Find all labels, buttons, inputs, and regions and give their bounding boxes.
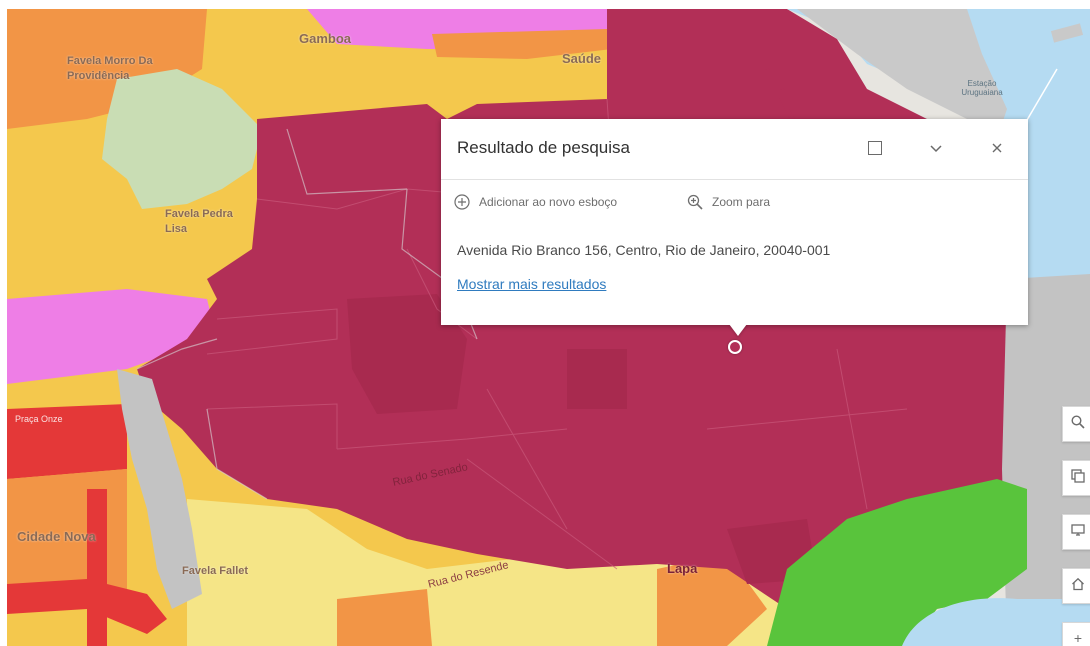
label-favela-pedra-lisa: Favela Pedra Lisa bbox=[165, 208, 233, 235]
label-cidade-nova: Cidade Nova bbox=[17, 529, 96, 544]
search-result-popup: Resultado de pesquisa Adicionar ao no bbox=[441, 119, 1028, 336]
map-zones bbox=[7, 9, 1090, 646]
home-icon bbox=[1071, 577, 1085, 596]
popup-pointer bbox=[729, 324, 747, 336]
label-gamboa: Gamboa bbox=[299, 31, 352, 46]
home-tool-button[interactable] bbox=[1062, 568, 1090, 604]
label-favela-fallet: Favela Fallet bbox=[182, 565, 249, 577]
zone-orange-saude bbox=[432, 29, 612, 59]
result-address: Avenida Rio Branco 156, Centro, Rio de J… bbox=[457, 242, 831, 258]
zoom-in-icon: + bbox=[1073, 630, 1083, 646]
layers-icon bbox=[1071, 468, 1085, 488]
add-to-sketch-action[interactable]: Adicionar ao novo esboço bbox=[453, 193, 617, 211]
label-praca-onze: Praça Onze bbox=[15, 414, 63, 424]
island-gray bbox=[1050, 23, 1084, 43]
collapse-chevron-icon bbox=[930, 140, 942, 156]
label-saude: Saúde bbox=[562, 51, 602, 66]
zone-orange-north bbox=[7, 9, 207, 129]
search-tool-button[interactable] bbox=[1062, 406, 1090, 442]
popup-title: Resultado de pesquisa bbox=[457, 138, 630, 157]
label-estacao-uruguaiana: Estação Uruguaiana bbox=[961, 79, 1003, 97]
add-to-sketch-label: Adicionar ao novo esboço bbox=[479, 195, 618, 209]
location-pin-icon[interactable] bbox=[728, 340, 742, 354]
label-favela-providencia: Favela Morro Da Providência bbox=[67, 55, 153, 82]
zone-orange-south bbox=[337, 589, 432, 646]
label-lapa: Lapa bbox=[667, 561, 698, 576]
screen-tool-button[interactable] bbox=[1062, 514, 1090, 550]
zone-red-block-2 bbox=[567, 349, 627, 409]
zoom-to-label: Zoom para bbox=[712, 195, 771, 209]
close-button[interactable] bbox=[984, 135, 1010, 161]
zone-gray-corridor bbox=[117, 369, 202, 609]
zoom-in-tool-button[interactable]: + bbox=[1062, 622, 1090, 646]
search-icon bbox=[1071, 414, 1085, 434]
collapse-button[interactable] bbox=[923, 135, 949, 161]
zone-green-park bbox=[767, 479, 1027, 646]
road-red-2 bbox=[87, 489, 107, 646]
zone-pink-west bbox=[7, 289, 217, 384]
layers-tool-button[interactable] bbox=[1062, 460, 1090, 496]
map-canvas[interactable]: Gamboa Saúde Favela Morro Da Providência… bbox=[7, 9, 1090, 646]
zone-park-green bbox=[102, 69, 262, 209]
popup-header: Resultado de pesquisa bbox=[441, 119, 1028, 180]
screen-icon bbox=[1071, 523, 1085, 542]
zone-port-gray bbox=[797, 9, 1007, 139]
zone-red-west bbox=[7, 404, 127, 479]
show-more-results-link[interactable]: Mostrar mais resultados bbox=[457, 276, 607, 292]
close-icon bbox=[992, 140, 1002, 156]
zoom-to-action[interactable]: Zoom para bbox=[686, 193, 770, 211]
popup-actions: Adicionar ao novo esboço Zoom para bbox=[441, 180, 1028, 224]
zoom-in-icon bbox=[686, 193, 704, 211]
add-circle-icon bbox=[453, 193, 471, 211]
dock-button[interactable] bbox=[862, 135, 888, 161]
dock-icon bbox=[868, 141, 882, 155]
zone-red-block-praca bbox=[347, 294, 467, 414]
water-south bbox=[902, 598, 1090, 646]
